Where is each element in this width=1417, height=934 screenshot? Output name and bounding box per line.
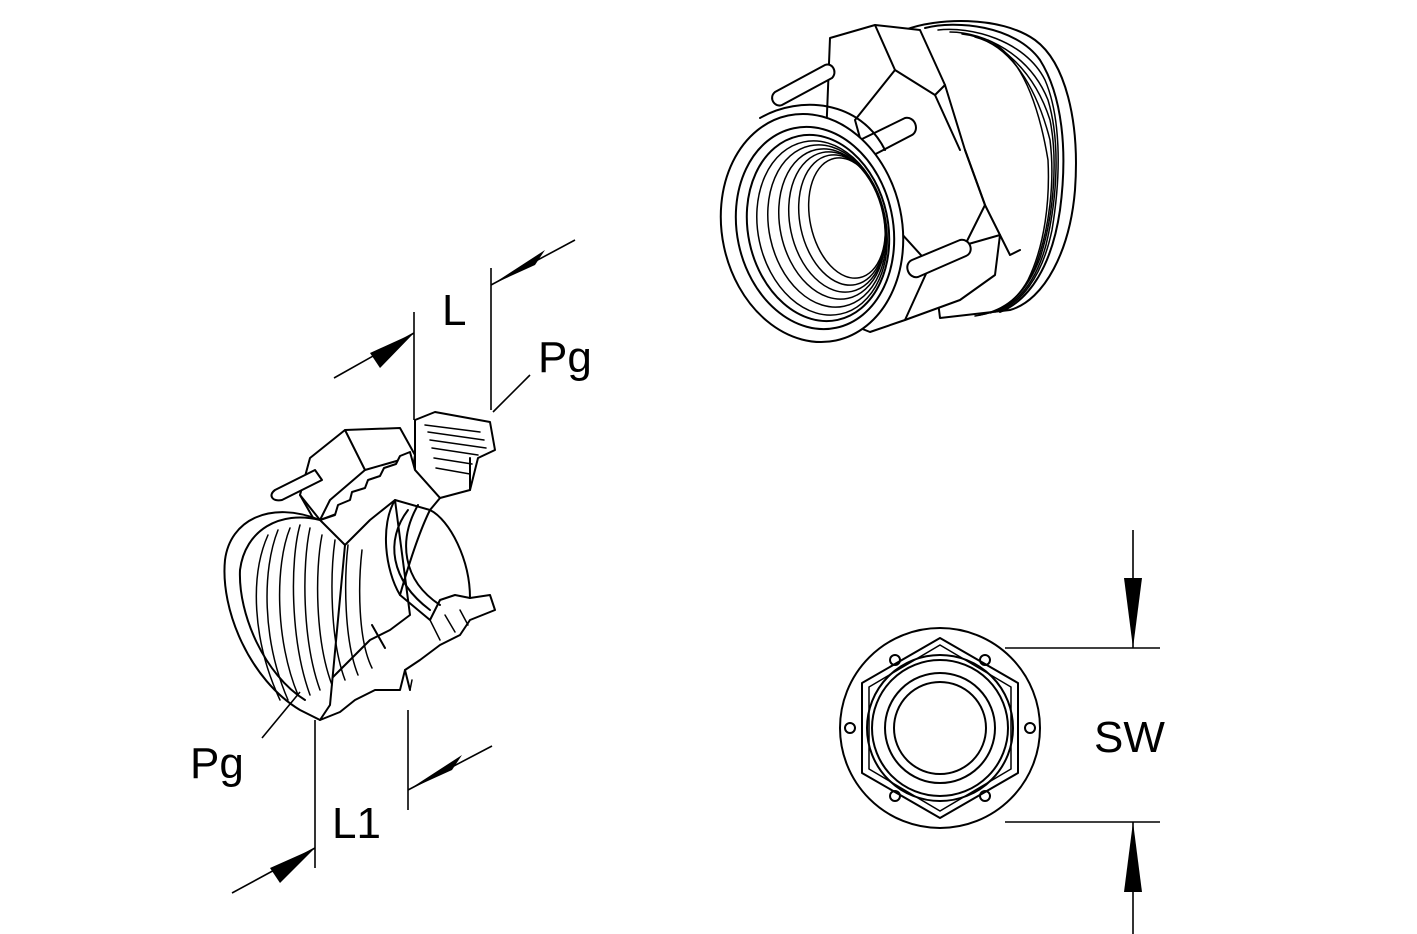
label-sw: SW <box>1094 713 1165 762</box>
dimension-sw <box>1005 530 1160 934</box>
label-l: L <box>442 286 466 335</box>
section-female-socket <box>223 511 386 721</box>
female-socket-front <box>719 103 905 344</box>
label-l1: L1 <box>332 799 381 848</box>
dimension-l1 <box>231 710 493 894</box>
leader-pg-top <box>492 374 531 413</box>
section-cut-profile <box>309 451 496 721</box>
label-pg-top: Pg <box>538 333 592 382</box>
reducer-fitting-section-view <box>223 411 496 721</box>
end-view-hexagon-inner <box>868 644 1012 812</box>
section-inner-bore <box>393 504 441 611</box>
hex-end-view <box>839 627 1041 829</box>
reducer-fitting-perspective-view <box>719 20 1077 344</box>
end-view-outer-circle <box>839 627 1041 829</box>
dimension-l <box>333 239 576 420</box>
end-view-hexagon <box>861 637 1019 819</box>
label-pg-bottom: Pg <box>190 739 244 788</box>
section-hex-collar <box>270 427 416 531</box>
leader-pg-bottom <box>261 691 301 739</box>
